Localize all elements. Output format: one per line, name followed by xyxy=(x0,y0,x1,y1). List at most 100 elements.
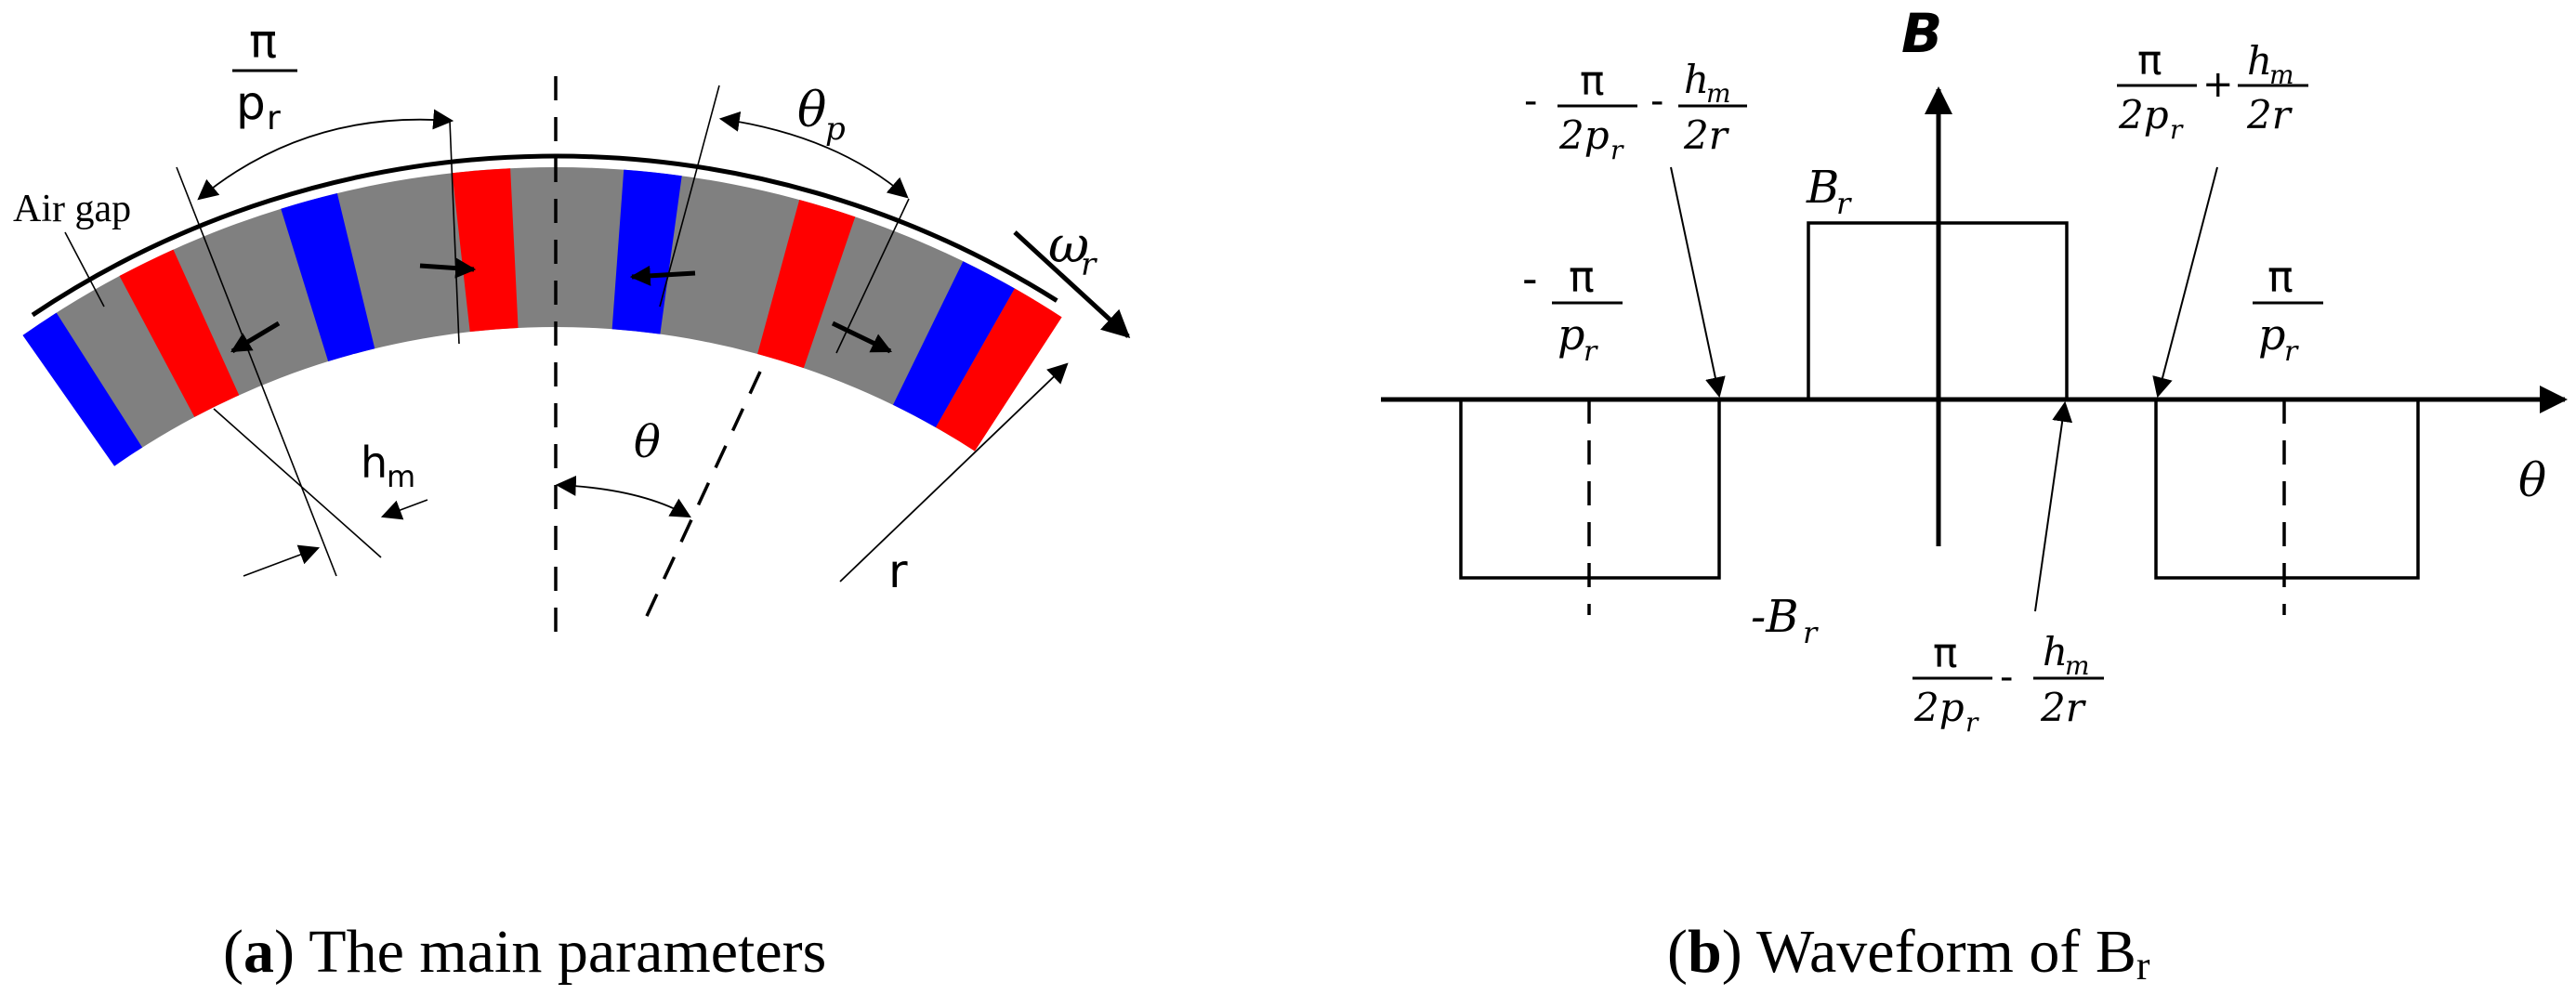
svg-text:m: m xyxy=(387,459,415,494)
svg-text:ω: ω xyxy=(1048,216,1089,274)
svg-text:θ: θ xyxy=(797,83,826,138)
pole-pitch-arc xyxy=(197,109,454,201)
svg-text:r: r xyxy=(2170,114,2184,145)
b-axis-label: B xyxy=(1901,2,1942,65)
svg-text:2p: 2p xyxy=(1558,112,1610,158)
svg-text:π: π xyxy=(2267,252,2293,302)
magnet-south-3 xyxy=(892,261,1015,428)
svg-text:h: h xyxy=(1684,57,1709,102)
svg-text:(a) The main parameters: (a) The main parameters xyxy=(223,918,826,986)
pos-right-edge-label: π 2p r + h m 2r xyxy=(2117,37,2308,145)
construction-lines xyxy=(64,76,1131,637)
svg-text:p: p xyxy=(825,111,846,148)
caption-b: (b) Waveform of Br xyxy=(1667,918,2150,988)
caption-b-letter: b xyxy=(1688,918,1722,986)
neg-pi-over-pr-label: - π p r xyxy=(1522,252,1623,368)
svg-text:π: π xyxy=(1569,252,1595,302)
svg-text:h: h xyxy=(2247,38,2272,84)
svg-text:B: B xyxy=(1806,162,1839,214)
svg-text:m: m xyxy=(2065,650,2090,681)
br-label: B r xyxy=(1806,162,1852,221)
svg-text:-: - xyxy=(2000,656,2013,699)
panel-b-waveform: B θ B r -B r - π p r π p r - π xyxy=(1381,2,2568,738)
caption-a: (a) The main parameters xyxy=(223,918,826,986)
svg-text:-: - xyxy=(1650,80,1663,123)
magnet-north-edge xyxy=(935,288,1062,452)
svg-text:(b) Waveform of Br: (b) Waveform of Br xyxy=(1667,918,2150,988)
pole-pitch-label: π p r xyxy=(232,15,297,137)
magnet-south-1 xyxy=(281,193,375,362)
caption-a-letter: a xyxy=(243,918,274,986)
svg-text:m: m xyxy=(1706,78,1731,109)
panel-a-rotor-diagram: Air gap π p r θ p ω r h m θ r xyxy=(13,15,1131,637)
svg-text:r: r xyxy=(1836,186,1852,221)
magnet-north-3 xyxy=(757,199,856,369)
svg-text:r: r xyxy=(1965,707,1979,738)
svg-text:r: r xyxy=(267,99,281,137)
magnet-north-1 xyxy=(119,249,240,417)
svg-text:-B: -B xyxy=(1751,591,1799,643)
hm-arrow-in xyxy=(243,544,321,577)
magnet-south-edge xyxy=(22,312,143,466)
magnet-north-2 xyxy=(452,168,519,333)
svg-text:2p: 2p xyxy=(1913,685,1965,730)
svg-text:+: + xyxy=(2202,63,2234,106)
svg-text:-: - xyxy=(1524,80,1537,123)
theta-p-arc xyxy=(718,111,909,199)
svg-text:h: h xyxy=(361,438,388,488)
svg-text:r: r xyxy=(1584,335,1598,368)
magnet-arrow-2 xyxy=(419,257,477,279)
pointer-pos-left-edge xyxy=(2034,400,2073,612)
caption-a-text: The main parameters xyxy=(309,918,826,986)
radius-label: r xyxy=(888,544,908,598)
hm-ext-outer xyxy=(213,408,382,558)
svg-text:r: r xyxy=(1610,135,1624,165)
svg-text:π: π xyxy=(249,15,277,69)
svg-text:π: π xyxy=(1580,58,1605,105)
pointer-neg-left-edge xyxy=(1670,166,1726,399)
svg-text:π: π xyxy=(2137,37,2162,85)
caption-b-text: Waveform of B xyxy=(1756,918,2136,986)
svg-text:π: π xyxy=(1933,630,1958,677)
radius-line xyxy=(839,362,1069,583)
svg-text:r: r xyxy=(2284,335,2299,368)
rotor-ring xyxy=(22,167,1062,466)
theta-dashed-line xyxy=(639,371,762,629)
theta-label: θ xyxy=(634,416,661,468)
magnet-arrow-4 xyxy=(831,321,892,354)
omega-arrow xyxy=(1013,230,1131,339)
svg-text:2p: 2p xyxy=(2118,92,2169,137)
svg-text:r: r xyxy=(1803,615,1819,650)
waveform-trace xyxy=(1459,221,2420,580)
hm-label: h m xyxy=(361,438,415,494)
air-gap-leader xyxy=(64,231,105,308)
svg-text:p: p xyxy=(236,76,266,130)
magnet-south-2 xyxy=(611,169,682,334)
pos-left-edge-label: π 2p r - h m 2r xyxy=(1912,629,2104,738)
theta-p-ext-right xyxy=(835,198,910,354)
svg-text:h: h xyxy=(2043,629,2068,674)
omega-label: ω r xyxy=(1048,216,1097,283)
air-gap-label: Air gap xyxy=(13,188,131,230)
svg-text:p: p xyxy=(2258,309,2285,360)
pointer-pos-right-edge xyxy=(2152,166,2218,399)
pi-over-pr-label: π p r xyxy=(2253,252,2323,368)
magnet-arrow-1 xyxy=(230,321,281,354)
theta-p-label: θ p xyxy=(797,83,846,148)
magnetization-arrows xyxy=(230,257,892,354)
neg-left-edge-label: - π 2p r - h m 2r xyxy=(1524,57,1747,165)
hm-arrow-out xyxy=(380,499,428,520)
theta-p-ext-left xyxy=(659,85,720,308)
svg-text:2r: 2r xyxy=(2246,92,2293,137)
neg-br-label: -B r xyxy=(1751,591,1819,650)
magnet-arrow-3 xyxy=(629,265,696,286)
svg-text:p: p xyxy=(1557,309,1584,360)
air-gap-arc xyxy=(31,153,1058,318)
caption-b-sub: r xyxy=(2136,943,2150,988)
svg-text:2r: 2r xyxy=(2040,685,2087,730)
pole-pitch-ext-left xyxy=(176,166,337,577)
svg-text:-: - xyxy=(1522,254,1538,304)
theta-axis-label: θ xyxy=(2518,453,2546,507)
svg-text:2r: 2r xyxy=(1683,112,1730,158)
